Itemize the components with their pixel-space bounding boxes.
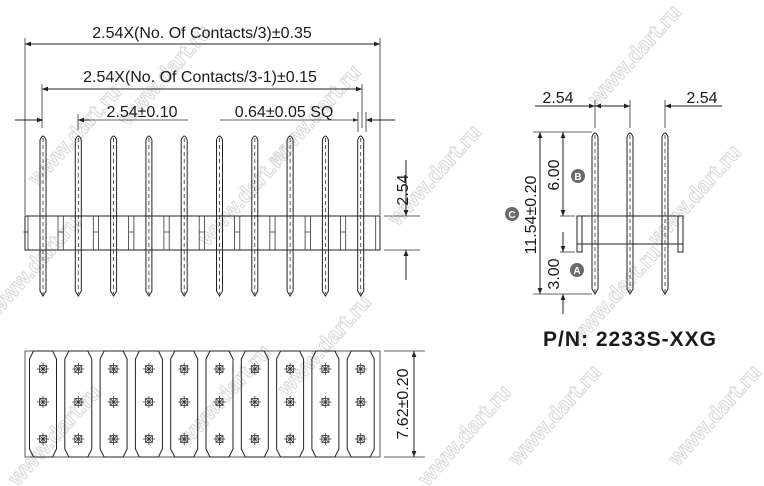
pin	[661, 132, 669, 295]
pin-marker	[178, 433, 191, 445]
pin-marker	[248, 433, 261, 445]
side-pitch-left: 2.54	[542, 90, 573, 107]
lower-length-dimension: 3.00	[546, 258, 563, 289]
housing-plate	[276, 350, 305, 458]
pin-marker	[72, 433, 85, 445]
overall-length-dimension: 2.54X(No. Of Contacts/3)±0.35	[92, 25, 312, 42]
pin-marker	[142, 363, 155, 375]
pin-marker	[72, 363, 85, 375]
housing-plate	[205, 350, 234, 458]
housing-plate	[64, 350, 93, 458]
housing-tabs	[576, 216, 684, 253]
housing-plate	[346, 350, 375, 458]
side-view	[533, 100, 722, 314]
pin-span-dimension: 2.54X(No. Of Contacts/3-1)±0.15	[83, 69, 317, 86]
pin-size-dimension: 0.64±0.05 SQ	[235, 104, 334, 121]
marker-b: B	[571, 169, 585, 183]
side-pitch-right: 2.54	[686, 90, 717, 107]
pin-marker	[284, 433, 297, 445]
pin-marker	[284, 363, 297, 375]
housing-segment	[128, 216, 165, 250]
housing-segment	[234, 216, 271, 250]
pin	[286, 135, 294, 297]
pitch-dimension: 2.54±0.10	[106, 104, 177, 121]
bottom-view	[24, 350, 425, 458]
pin-marker	[178, 396, 191, 408]
pin-marker	[37, 363, 49, 375]
housing-plate	[99, 350, 128, 458]
housing-segment	[23, 216, 59, 250]
pin-marker	[319, 433, 332, 445]
svg-text:C: C	[508, 210, 515, 221]
pin	[74, 135, 82, 297]
housing-plate	[29, 350, 57, 458]
pin	[39, 135, 47, 297]
pin-marker	[142, 396, 155, 408]
housing-segment	[305, 216, 341, 250]
svg-text:B: B	[574, 172, 581, 183]
pin	[591, 132, 599, 295]
pin-marker	[354, 363, 367, 375]
pin-marker	[319, 363, 332, 375]
marker-c: C	[505, 207, 519, 221]
pin-marker	[284, 396, 297, 408]
pin-marker	[178, 363, 191, 375]
upper-length-dimension: 6.00	[546, 159, 563, 190]
total-length-dimension: 11.54±0.20	[523, 176, 540, 255]
housing-segment	[93, 216, 129, 250]
pin-marker	[107, 396, 120, 408]
housing-plate	[170, 350, 199, 458]
pin	[251, 135, 259, 297]
pin	[321, 135, 329, 297]
pin	[357, 135, 365, 297]
pin-marker	[37, 433, 49, 445]
pin-marker	[142, 433, 155, 445]
pin	[145, 135, 153, 297]
marker-a: A	[570, 263, 584, 277]
pin-marker	[213, 363, 226, 375]
housing-outline	[24, 350, 381, 458]
pin-marker	[213, 396, 226, 408]
housing-plate	[240, 350, 269, 458]
pin-marker	[354, 396, 367, 408]
housing-segment	[58, 216, 94, 250]
bottom-width-dimension: 7.62±0.20	[395, 368, 412, 439]
pin	[180, 135, 188, 297]
housing-segment	[270, 216, 306, 250]
pin-marker	[213, 433, 226, 445]
pin-marker	[107, 363, 120, 375]
pin	[110, 135, 118, 297]
housing-segment	[340, 216, 377, 250]
pin	[626, 132, 634, 295]
housing-segment	[199, 216, 235, 250]
part-number: P/N: 2233S-XXG	[543, 328, 717, 351]
front-view	[15, 38, 420, 297]
svg-text:A: A	[573, 266, 580, 277]
housing-segment	[164, 216, 200, 250]
housing-body	[24, 215, 381, 251]
pin-marker	[107, 433, 120, 445]
pin-marker	[37, 396, 49, 408]
housing-plate	[311, 350, 340, 458]
pin-marker	[354, 433, 367, 445]
housing-plate	[134, 350, 163, 458]
pin-marker	[248, 363, 261, 375]
pin-marker	[72, 396, 85, 408]
body-height-dimension: 2.54	[395, 174, 412, 205]
pin-marker	[319, 396, 332, 408]
pin-marker	[248, 396, 261, 408]
pin	[216, 135, 223, 297]
